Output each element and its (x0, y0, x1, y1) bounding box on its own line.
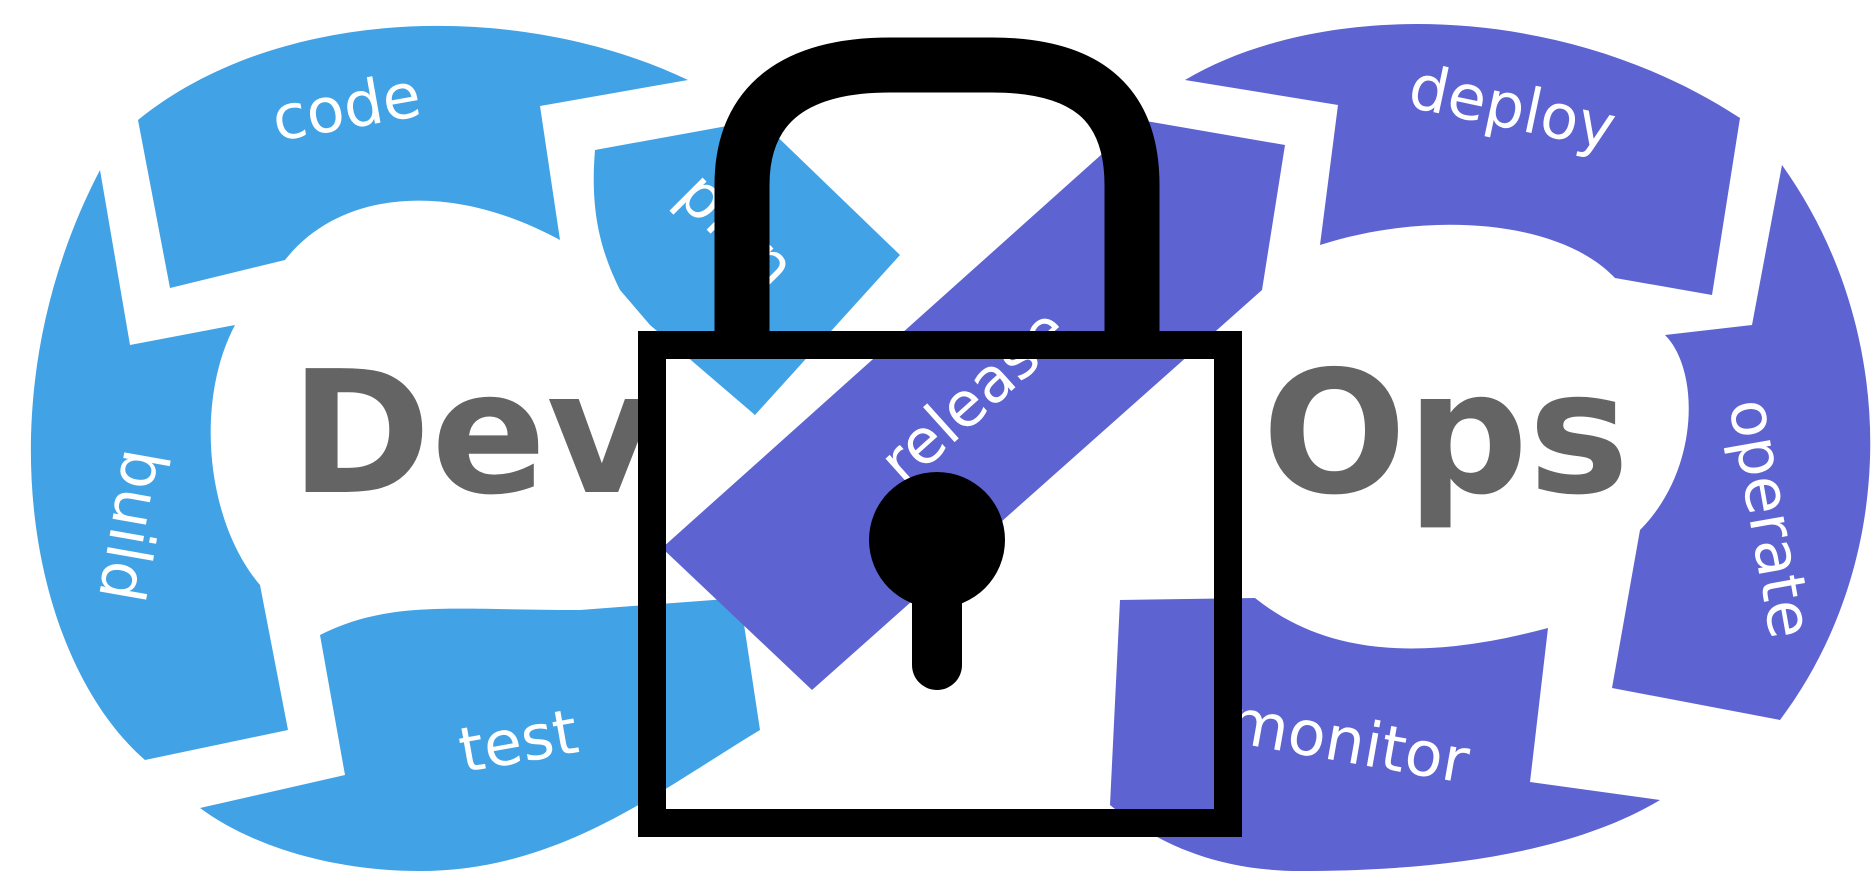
build-segment (30, 170, 288, 760)
code-segment (138, 25, 688, 288)
deploy-segment (1185, 24, 1740, 295)
keyhole-slot (912, 570, 962, 690)
dev-title: Dev (290, 335, 657, 533)
padlock-body (638, 331, 1242, 837)
operate-segment (1612, 165, 1871, 720)
keyhole-head (869, 472, 1005, 608)
dev-loop (30, 25, 900, 871)
monitor-segment (1110, 598, 1660, 871)
padlock-icon (638, 37, 1242, 837)
ops-title: Ops (1262, 335, 1629, 533)
test-segment (200, 598, 760, 871)
padlock-shackle (714, 37, 1160, 335)
